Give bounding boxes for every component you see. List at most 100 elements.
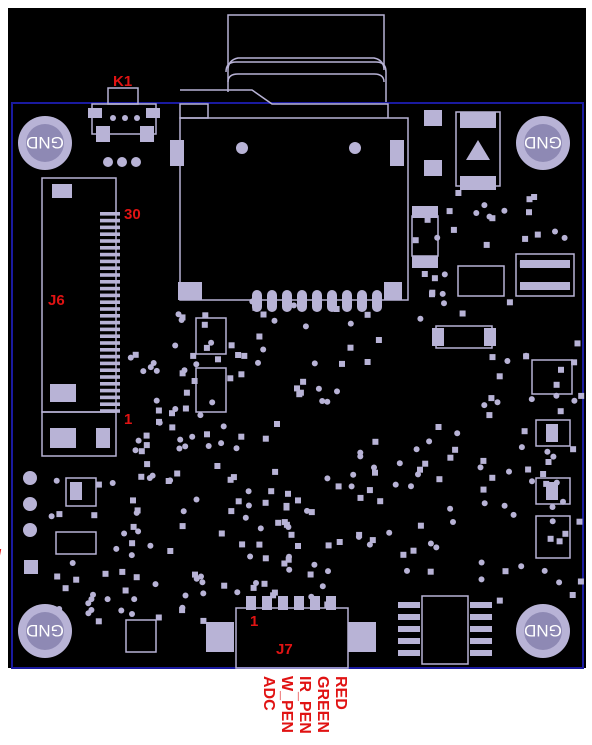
- smd-pad: [62, 585, 69, 592]
- via: [257, 525, 264, 532]
- smd-pad: [256, 333, 263, 340]
- smd-pad: [230, 474, 237, 481]
- via: [396, 460, 403, 467]
- via: [315, 385, 322, 392]
- smd-pad: [489, 474, 496, 481]
- via: [128, 552, 135, 559]
- via: [182, 443, 189, 450]
- via: [408, 483, 414, 490]
- via: [439, 290, 446, 297]
- smd-pad: [470, 626, 492, 632]
- mounting-hole-label: GND: [524, 133, 562, 152]
- via: [441, 300, 447, 307]
- via: [69, 560, 76, 566]
- via: [260, 346, 267, 353]
- via: [176, 445, 183, 452]
- smd-pad: [215, 356, 221, 363]
- via: [140, 368, 147, 375]
- j7-signal-label: RED: [332, 676, 349, 710]
- smd-pad: [459, 310, 466, 317]
- via: [149, 472, 156, 479]
- smd-pad: [525, 466, 532, 473]
- smd-pad: [56, 511, 63, 518]
- smd-pad: [227, 476, 234, 483]
- smd-pad: [398, 626, 420, 632]
- via: [486, 213, 493, 220]
- via: [549, 504, 556, 510]
- smd-pad: [446, 208, 453, 215]
- smd-pad: [429, 289, 436, 296]
- smd-pad: [261, 580, 268, 587]
- via: [501, 502, 508, 509]
- smd-pad: [398, 602, 420, 608]
- smd-pad: [421, 271, 428, 277]
- smd-pad: [182, 405, 189, 412]
- j6-pin: [100, 286, 120, 291]
- via: [481, 402, 488, 409]
- via: [518, 444, 525, 451]
- smd-pad: [179, 607, 186, 614]
- smd-pad: [307, 571, 314, 578]
- via: [350, 471, 357, 478]
- via: [127, 354, 134, 361]
- smd-pad: [364, 359, 371, 365]
- smd-pad: [130, 497, 136, 504]
- module-pad: [372, 290, 382, 312]
- smd-pad: [143, 442, 150, 449]
- smd-pad: [357, 494, 364, 501]
- via: [152, 581, 159, 588]
- smd-pad: [268, 488, 275, 495]
- smd-pad: [119, 568, 126, 575]
- smd-pad: [398, 614, 420, 620]
- via: [220, 423, 227, 430]
- j6-pin: [100, 348, 120, 352]
- via: [504, 358, 511, 364]
- smd-pad: [275, 519, 282, 526]
- smd-pad: [227, 375, 234, 382]
- j6-pin: [100, 361, 120, 366]
- smd-pad: [133, 574, 140, 581]
- smd-pad: [366, 487, 373, 494]
- smd-pad: [417, 466, 423, 473]
- smd-pad: [545, 459, 552, 465]
- smd-pad: [489, 354, 496, 361]
- j6-pin: [100, 280, 120, 284]
- smd-pad: [235, 498, 242, 505]
- smd-pad: [179, 370, 186, 377]
- smd-pad: [300, 378, 307, 385]
- via: [450, 519, 456, 525]
- smd-pad: [569, 592, 576, 598]
- smd-pad: [295, 497, 301, 504]
- via: [478, 576, 485, 583]
- smd-pad: [431, 275, 438, 282]
- j6-pin: [100, 293, 120, 298]
- smd-pad: [335, 483, 342, 490]
- via: [118, 607, 125, 614]
- via: [478, 559, 485, 566]
- via: [541, 567, 548, 574]
- via: [153, 397, 160, 404]
- smd-pad: [480, 457, 487, 464]
- smd-pad: [228, 342, 235, 349]
- via: [53, 477, 60, 484]
- smd-pad: [214, 463, 221, 469]
- j6-pin: [100, 212, 120, 216]
- smd-pad: [526, 209, 532, 216]
- module-pad: [342, 290, 352, 312]
- smd-pad: [450, 226, 457, 233]
- smd-pad: [130, 523, 137, 530]
- via: [177, 436, 184, 443]
- mounting-hole: GND: [516, 604, 570, 658]
- via: [129, 611, 135, 617]
- smd-pad: [155, 407, 162, 414]
- j6-pin: [100, 375, 120, 379]
- via: [392, 481, 399, 488]
- j7-pin: [326, 596, 336, 610]
- smd-pad: [496, 597, 503, 604]
- via: [319, 398, 326, 404]
- j7-pin: [262, 596, 272, 610]
- smd-pad: [325, 542, 332, 549]
- via: [415, 471, 421, 478]
- j7-pin: [278, 596, 288, 610]
- j7-signal-label: W_PEN: [278, 676, 295, 733]
